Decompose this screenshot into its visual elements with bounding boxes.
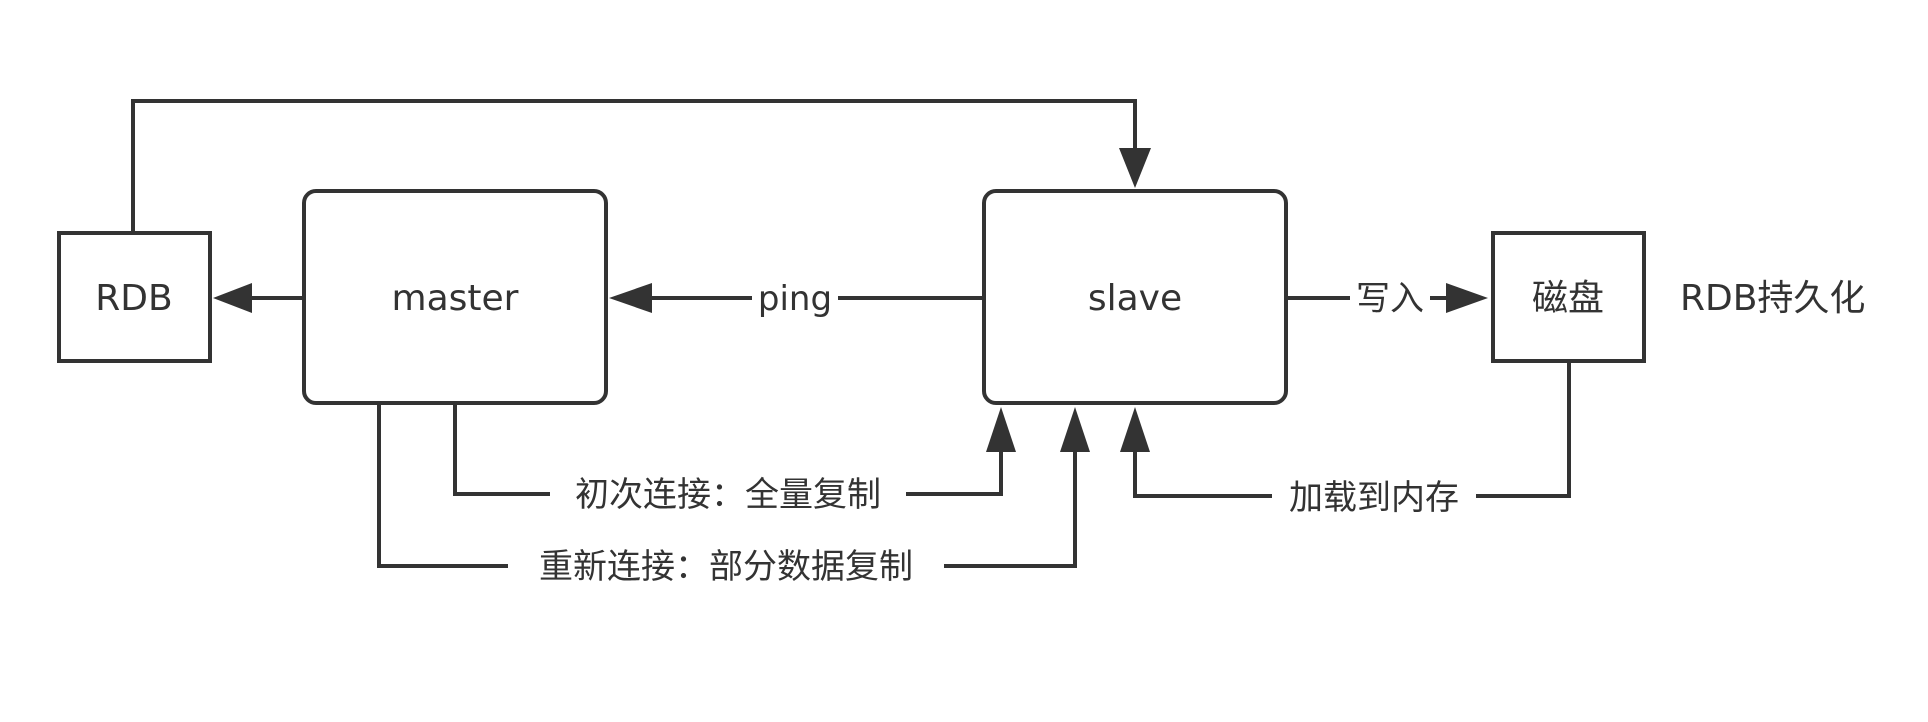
disk-node: 磁盘 bbox=[1491, 231, 1646, 363]
load-arrowhead bbox=[1120, 407, 1150, 452]
slave-node: slave bbox=[982, 189, 1288, 405]
reconnect-arrowhead bbox=[1060, 407, 1090, 452]
ping-label: ping bbox=[758, 279, 832, 319]
master-node-label: master bbox=[392, 278, 519, 319]
disk-node-label: 磁盘 bbox=[1532, 278, 1604, 319]
rdb-to-slave-edge bbox=[131, 99, 1137, 232]
reconnect-label: 重新连接：部分数据复制 bbox=[539, 547, 913, 587]
master-node: master bbox=[302, 189, 608, 405]
write-label: 写入 bbox=[1356, 279, 1424, 319]
rdb-persistence-annotation: RDB持久化 bbox=[1680, 278, 1865, 319]
slave-node-label: slave bbox=[1088, 278, 1182, 319]
write-arrowhead bbox=[1446, 283, 1488, 313]
initial-connect-arrowhead bbox=[986, 407, 1016, 452]
load-to-memory-label: 加载到内存 bbox=[1289, 478, 1459, 518]
rdb-node: RDB bbox=[57, 231, 212, 363]
initial-connect-label: 初次连接：全量复制 bbox=[575, 475, 881, 515]
rdb-node-label: RDB bbox=[95, 278, 172, 319]
ping-arrowhead bbox=[609, 283, 652, 313]
rdb-to-slave-arrowhead bbox=[1119, 148, 1151, 188]
master-to-rdb-arrowhead bbox=[213, 283, 252, 313]
